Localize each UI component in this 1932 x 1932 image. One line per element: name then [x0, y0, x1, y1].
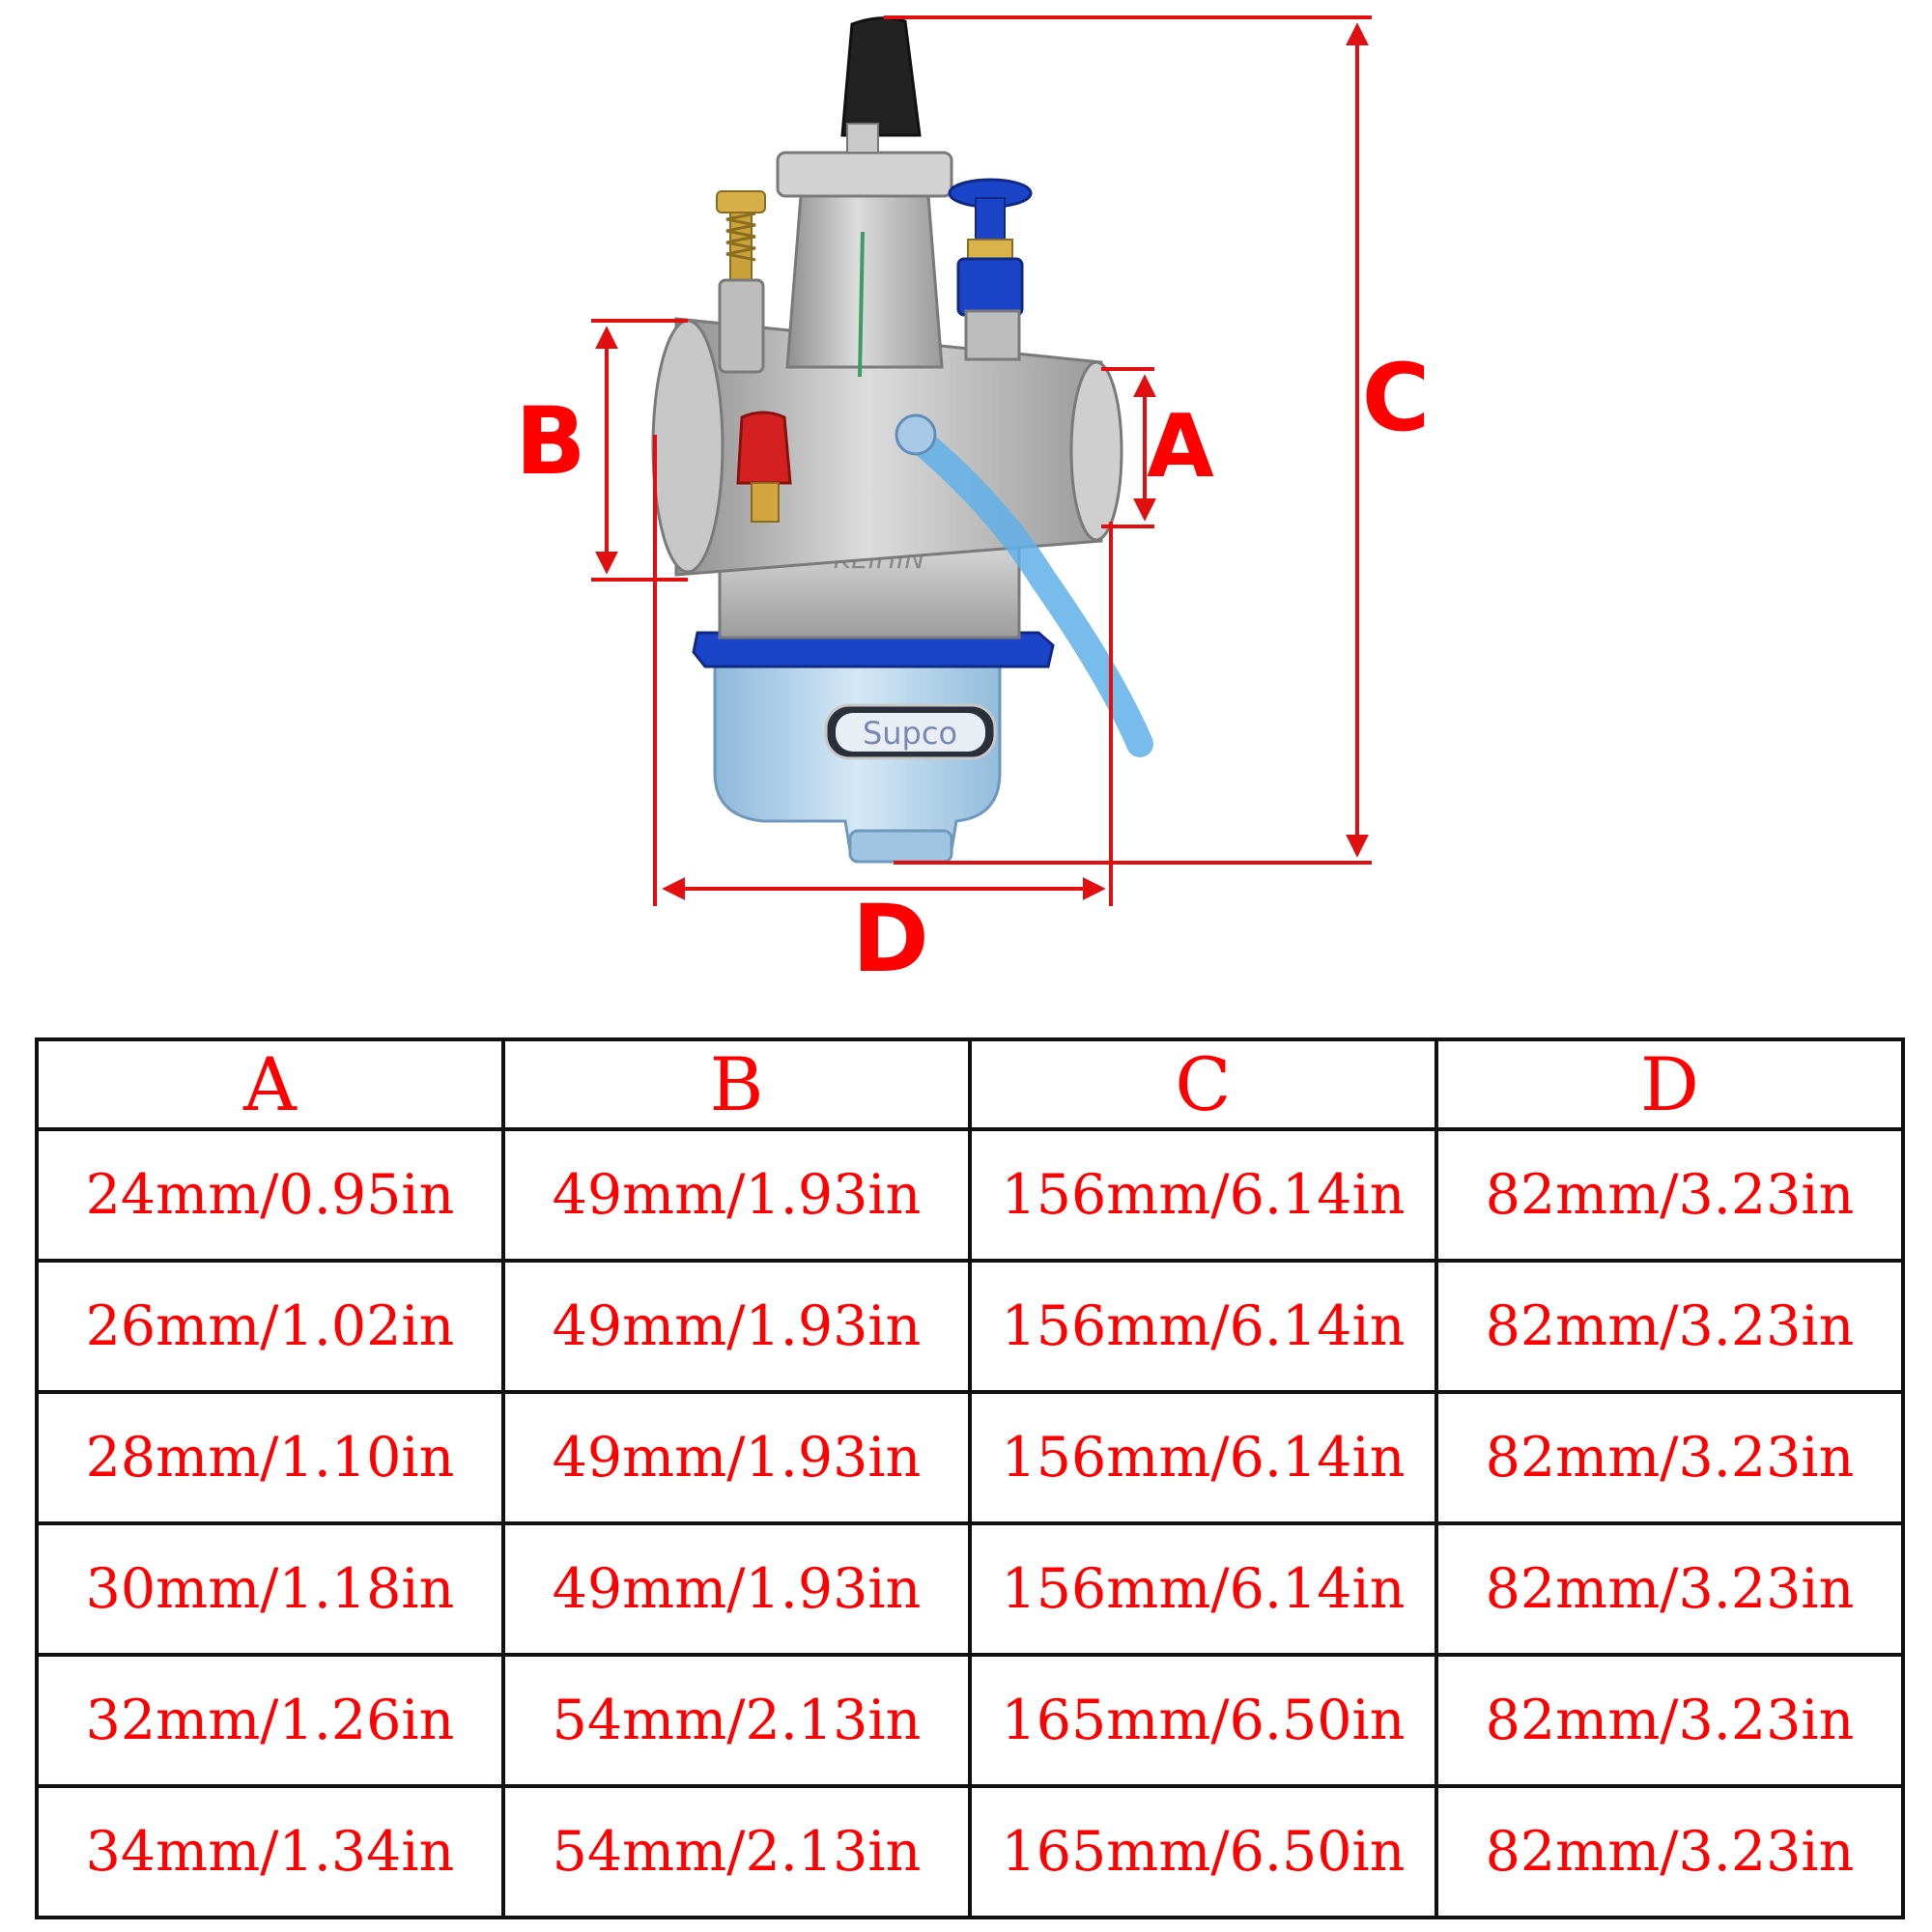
header-c: C — [968, 1037, 1438, 1131]
table-cell: 82mm/3.23in — [1435, 1390, 1905, 1525]
carburetor-diagram: Supco KEIHIN — [515, 15, 1430, 993]
dim-label-b: B — [515, 387, 585, 496]
dim-label-d: D — [852, 885, 929, 993]
vent-hose — [899, 421, 1153, 757]
table-cell: 30mm/1.18in — [35, 1521, 505, 1657]
outlet-bore — [1069, 360, 1123, 542]
table-cell: 24mm/0.95in — [35, 1127, 505, 1263]
vent-line — [858, 231, 865, 378]
choke-boss — [964, 309, 1021, 361]
idle-boss — [718, 278, 765, 374]
header-a: A — [35, 1037, 505, 1131]
cable-boot — [840, 16, 922, 137]
table-row: 34mm/1.34in 54mm/2.13in 165mm/6.50in 82m… — [35, 1784, 1905, 1919]
table-row: 30mm/1.18in 49mm/1.93in 156mm/6.14in 82m… — [35, 1521, 1905, 1657]
logo-plate-inner — [836, 713, 985, 752]
table-cell: 26mm/1.02in — [35, 1259, 505, 1394]
table-row: 28mm/1.10in 49mm/1.93in 156mm/6.14in 82m… — [35, 1390, 1905, 1525]
supco-logo: Supco — [863, 715, 957, 752]
table-row: 24mm/0.95in 49mm/1.93in 156mm/6.14in 82m… — [35, 1127, 1905, 1263]
table-cell: 82mm/3.23in — [1435, 1259, 1905, 1394]
blue-bowl-plate — [692, 631, 1055, 668]
cable-adjuster — [846, 123, 879, 154]
table-cell: 156mm/6.14in — [968, 1259, 1438, 1394]
table-cell: 165mm/6.50in — [968, 1653, 1438, 1788]
carburetor-body: Supco KEIHIN — [651, 16, 1153, 864]
table-row: 26mm/1.02in 49mm/1.93in 156mm/6.14in 82m… — [35, 1259, 1905, 1394]
header-b: B — [501, 1037, 972, 1131]
table-cell: 28mm/1.10in — [35, 1390, 505, 1525]
choke-nut — [967, 239, 1013, 260]
table-cell: 54mm/2.13in — [501, 1653, 972, 1788]
choke-base — [956, 257, 1024, 317]
table-cell: 156mm/6.14in — [968, 1521, 1438, 1657]
dimension-table: A B C D 24mm/0.95in 49mm/1.93in 156mm/6.… — [35, 1037, 1905, 1919]
carburetor-drawing: Supco KEIHIN — [515, 15, 1430, 993]
table-row: 32mm/1.26in 54mm/2.13in 165mm/6.50in 82m… — [35, 1653, 1905, 1788]
table-cell: 165mm/6.50in — [968, 1784, 1438, 1919]
table-cell: 82mm/3.23in — [1435, 1653, 1905, 1788]
idle-knob — [716, 190, 766, 213]
table-cell: 82mm/3.23in — [1435, 1784, 1905, 1919]
brass-fitting — [751, 482, 780, 523]
table-cell: 49mm/1.93in — [501, 1259, 972, 1394]
table-cell: 82mm/3.23in — [1435, 1521, 1905, 1657]
idle-spring — [725, 206, 756, 262]
dim-label-a: A — [1147, 396, 1214, 497]
choke-stem — [975, 197, 1006, 242]
table-header-row: A B C D — [35, 1037, 1905, 1131]
table-cell: 32mm/1.26in — [35, 1653, 505, 1788]
table-cell: 156mm/6.14in — [968, 1127, 1438, 1263]
tower-cap — [776, 151, 953, 198]
hose-fitting — [895, 413, 937, 456]
table-cell: 34mm/1.34in — [35, 1784, 505, 1919]
dim-label-c: C — [1362, 344, 1430, 452]
table-cell: 49mm/1.93in — [501, 1390, 972, 1525]
slide-tower — [785, 182, 944, 369]
table-cell: 49mm/1.93in — [501, 1127, 972, 1263]
table-cell: 82mm/3.23in — [1435, 1127, 1905, 1263]
dimension-annotations: C B A D — [515, 15, 1430, 993]
table-cell: 49mm/1.93in — [501, 1521, 972, 1657]
table-cell: 54mm/2.13in — [501, 1784, 972, 1919]
inlet-flange — [651, 319, 724, 574]
header-d: D — [1435, 1037, 1905, 1131]
red-cap — [736, 411, 792, 485]
bowl-drain — [848, 829, 953, 864]
table-cell: 156mm/6.14in — [968, 1390, 1438, 1525]
